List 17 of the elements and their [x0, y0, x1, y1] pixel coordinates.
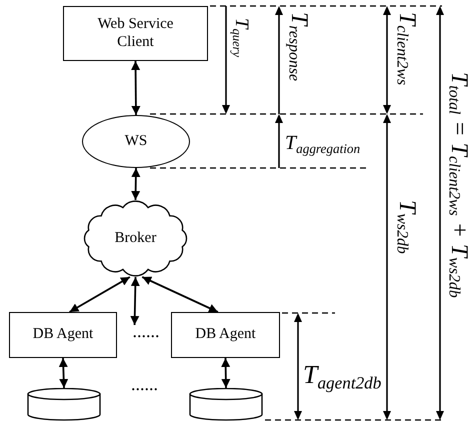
time-label: T$_{agent2db}$ — [302, 359, 382, 392]
ellipsis: ...... — [130, 373, 159, 396]
double-arrow — [131, 168, 140, 200]
ellipse-node: WS — [82, 115, 190, 168]
component-box: DB Agent — [171, 312, 280, 358]
double-arrow — [58, 358, 68, 388]
double-arrow — [130, 276, 140, 326]
component-box: DB Agent — [9, 312, 117, 358]
double-arrow — [131, 61, 140, 115]
double-arrow — [69, 276, 130, 313]
database-cylinder — [189, 388, 263, 421]
double-arrow — [142, 276, 218, 313]
component-box: Web Service Client — [63, 6, 208, 61]
ellipsis: ...... — [131, 325, 161, 338]
time-label: T$_{aggregation}$ — [284, 131, 362, 156]
double-arrow — [221, 358, 230, 388]
database-cylinder — [27, 388, 101, 421]
